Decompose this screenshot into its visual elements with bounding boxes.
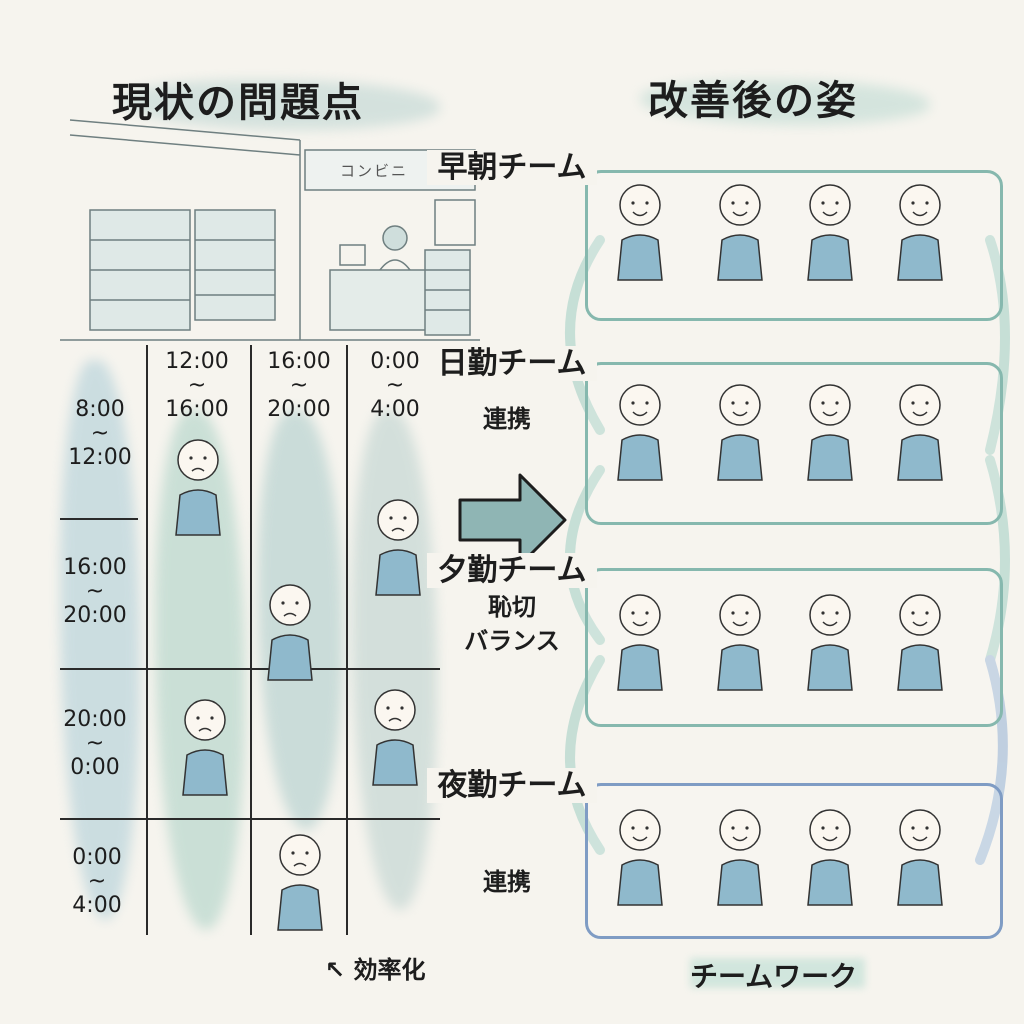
right-arrow-icon — [458, 473, 567, 567]
row-header-0-4: 0:00 ~ 4:00 — [52, 846, 142, 918]
time-start: 12:00 — [165, 349, 229, 374]
wash-col-1 — [60, 360, 140, 920]
team-staff-figure — [717, 384, 763, 481]
title-wash-right — [640, 80, 930, 125]
time-sep: ~ — [87, 869, 107, 894]
footer-wash — [690, 958, 865, 988]
team-label-day: 日勤チーム — [0, 338, 1024, 382]
time-end: 0:00 — [70, 755, 120, 780]
team-staff-figure — [897, 184, 943, 281]
grid-divider — [60, 668, 440, 670]
time-sep: ~ — [85, 731, 105, 756]
teamwork-label: チームワーク — [690, 960, 858, 993]
team-name: 夜勤チーム — [427, 768, 597, 803]
team-name: 早朝チーム — [427, 150, 597, 185]
tired-staff-figure — [277, 834, 323, 931]
time-end: 16:00 — [165, 397, 229, 422]
team-name: 夕勤チーム — [427, 553, 597, 588]
team-staff-figure — [717, 184, 763, 281]
team-staff-figure — [807, 384, 853, 481]
column-header-12-16: 12:00 ~ 16:00 — [152, 350, 242, 422]
team-staff-figure — [897, 809, 943, 906]
time-sep: ~ — [187, 373, 207, 398]
pointer-arrow-icon: ↖ — [325, 956, 346, 984]
time-start: 16:00 — [267, 349, 331, 374]
team-staff-figure — [617, 594, 663, 691]
column-header-16-20: 16:00 ~ 20:00 — [254, 350, 344, 422]
team-staff-figure — [807, 594, 853, 691]
team-staff-figure — [807, 809, 853, 906]
team-staff-figure — [807, 184, 853, 281]
link-label-bottom: 連携 — [483, 868, 531, 896]
grid-divider — [250, 345, 252, 935]
grid-divider — [346, 345, 348, 935]
team-staff-figure — [717, 594, 763, 691]
wash-col-4 — [352, 410, 437, 910]
tired-staff-figure — [375, 499, 421, 596]
tired-staff-figure — [175, 439, 221, 536]
time-sep: ~ — [85, 579, 105, 604]
time-end: 4:00 — [370, 397, 420, 422]
balance-line-1: 恥切 — [488, 593, 536, 621]
time-start: 8:00 — [75, 397, 125, 422]
efficiency-label: 効率化 — [353, 956, 426, 984]
grid-divider — [60, 518, 138, 520]
time-start: 20:00 — [63, 707, 127, 732]
time-start: 16:00 — [63, 555, 127, 580]
team-name: 日勤チーム — [427, 346, 597, 381]
row-header-8-12: 8:00 ~ 12:00 — [55, 398, 145, 470]
time-start: 0:00 — [72, 845, 122, 870]
time-end: 20:00 — [267, 397, 331, 422]
title-wash-left — [120, 80, 440, 130]
balance-label: 恥切 バランス — [462, 590, 562, 658]
team-staff-figure — [897, 384, 943, 481]
team-staff-figure — [617, 809, 663, 906]
improved-state-title: 改善後の姿 — [648, 78, 858, 124]
efficiency-note: ↖ 効率化 — [325, 950, 425, 985]
tired-staff-figure — [372, 689, 418, 786]
team-staff-figure — [617, 184, 663, 281]
store-sign: コンビニ — [340, 162, 409, 180]
column-header-0-4: 0:00 ~ 4:00 — [350, 350, 440, 422]
time-start: 0:00 — [370, 349, 420, 374]
team-box-night — [585, 783, 1003, 939]
time-end: 4:00 — [72, 893, 122, 918]
link-label-top: 連携 — [483, 405, 531, 433]
grid-divider — [146, 345, 148, 935]
tired-staff-figure — [267, 584, 313, 681]
team-staff-figure — [897, 594, 943, 691]
team-label-night: 夜勤チーム — [0, 760, 1024, 804]
balance-line-2: バランス — [464, 627, 560, 655]
time-sep: ~ — [90, 421, 110, 446]
team-label-early-morning: 早朝チーム — [0, 142, 1024, 186]
time-end: 12:00 — [68, 445, 132, 470]
team-staff-figure — [717, 809, 763, 906]
team-staff-figure — [617, 384, 663, 481]
current-issues-title: 現状の問題点 — [112, 80, 364, 126]
time-sep: ~ — [289, 373, 309, 398]
tired-staff-figure — [182, 699, 228, 796]
grid-divider — [60, 818, 440, 820]
row-header-20-0: 20:00 ~ 0:00 — [50, 708, 140, 780]
team-label-evening: 夕勤チーム — [0, 545, 1024, 589]
time-end: 20:00 — [63, 603, 127, 628]
time-sep: ~ — [385, 373, 405, 398]
row-header-16-20: 16:00 ~ 20:00 — [50, 556, 140, 628]
